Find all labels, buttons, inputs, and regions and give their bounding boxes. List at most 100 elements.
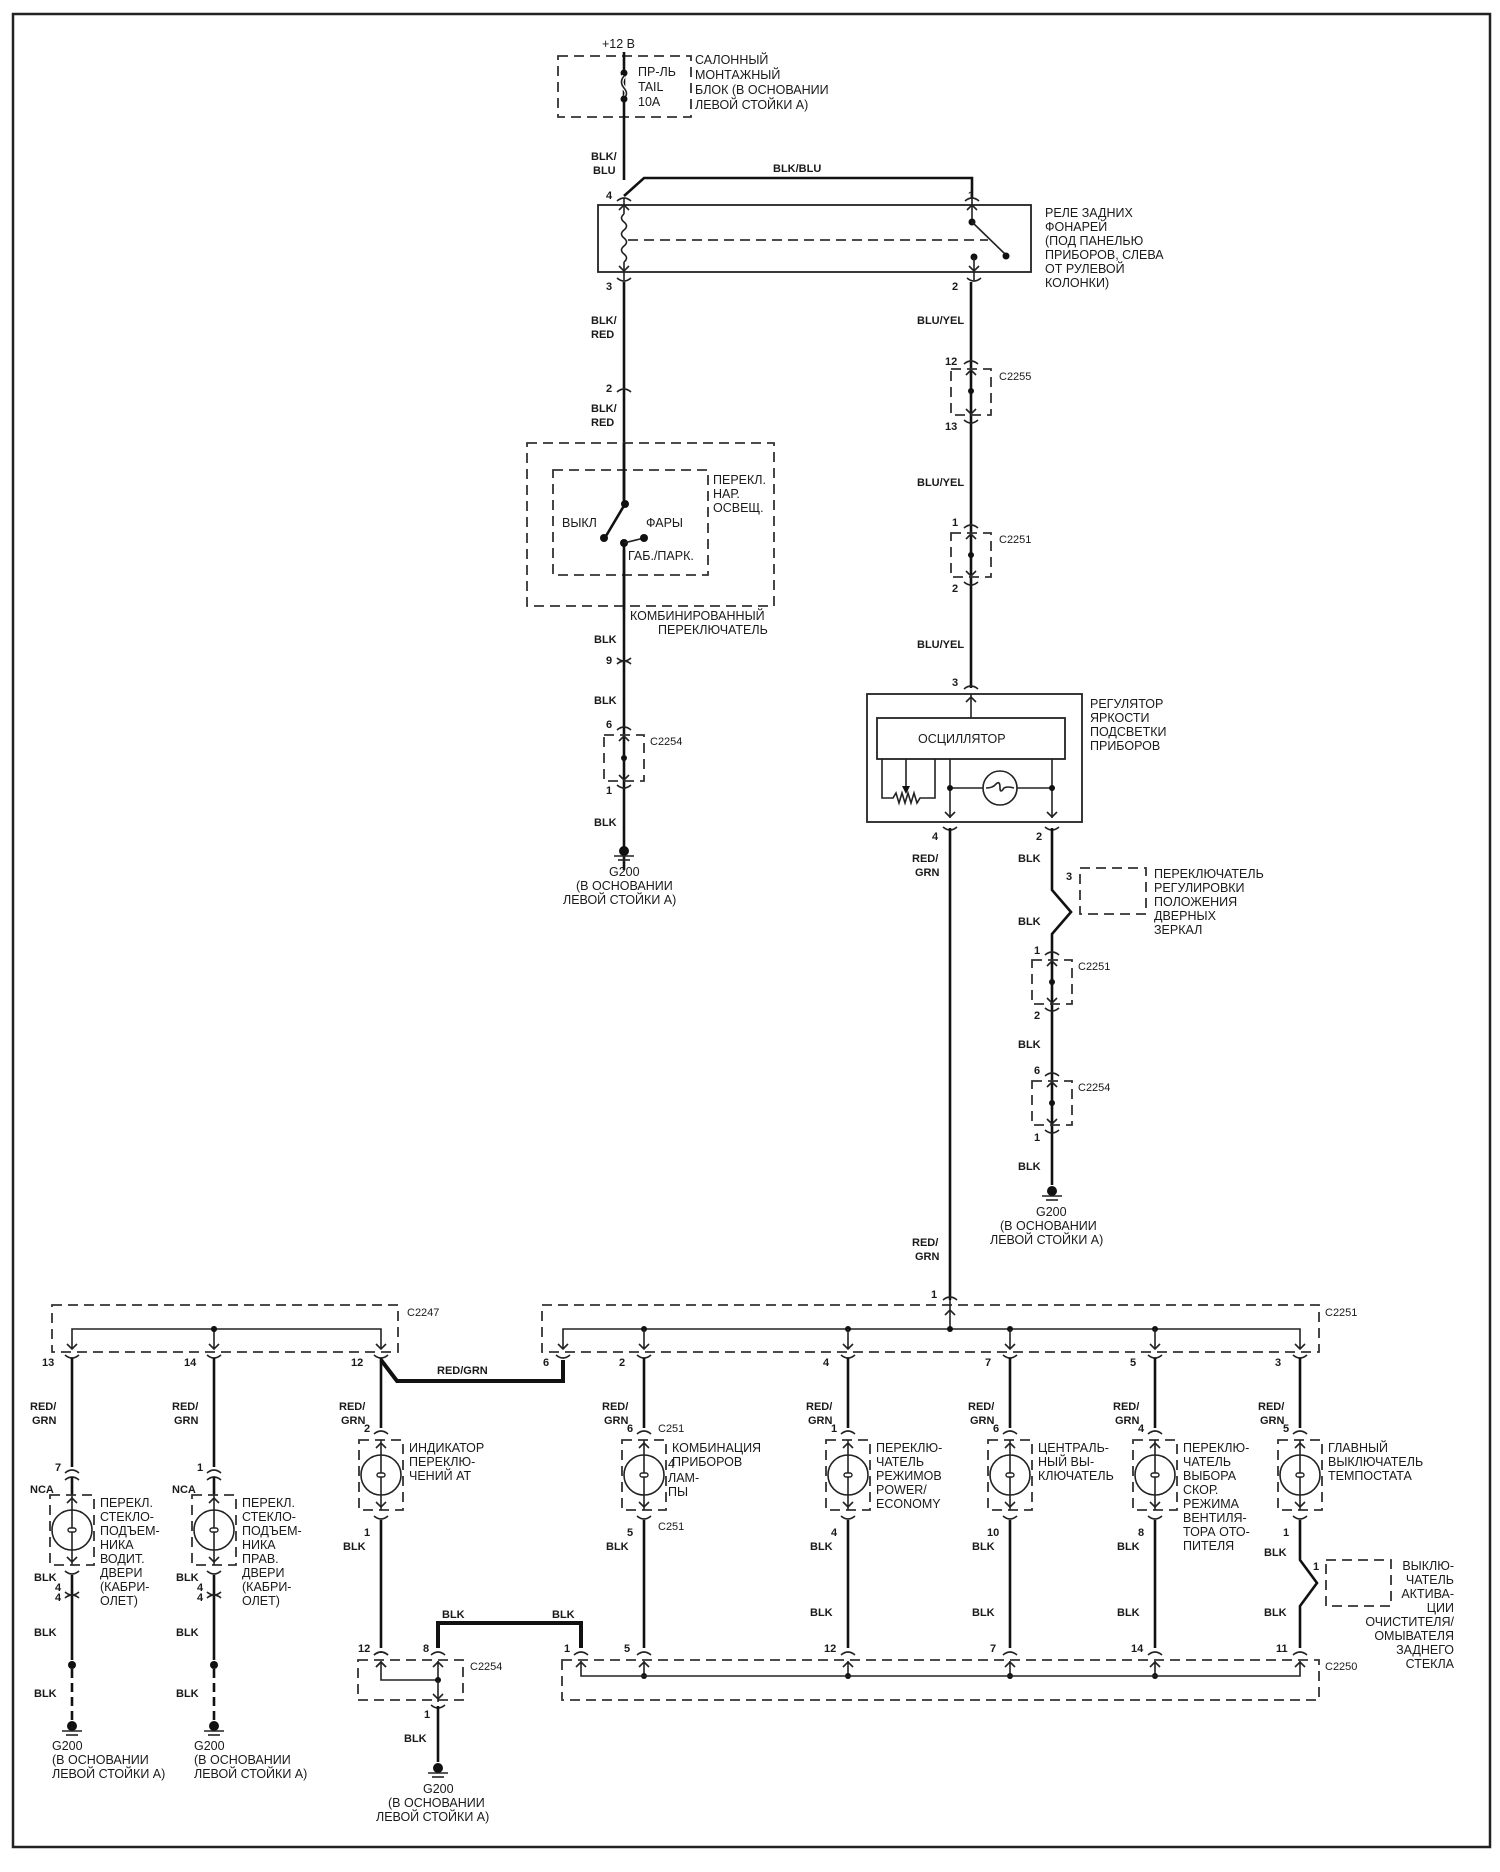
ground-name-1: G200 <box>609 865 640 879</box>
load-desc: ПЕРЕКЛ. <box>242 1496 295 1510</box>
load-desc: ИНДИКАТОР <box>409 1441 484 1455</box>
c251-label-bottom: C251 <box>658 1521 684 1533</box>
wire-label-red: RED/ <box>1258 1401 1284 1413</box>
load-desc: ТОРА ОТО- <box>1183 1525 1250 1539</box>
relay-coil-icon <box>620 213 628 263</box>
c2250-box <box>561 1659 1320 1701</box>
wire-label-blk-red-a: BLK/ <box>591 315 617 327</box>
combo-switch-pin-2: 2 <box>606 383 612 395</box>
mirror-switch-box <box>1079 867 1147 915</box>
wire-label-red-grn-1a: RED/ <box>912 853 938 865</box>
wire-label-grn: GRN <box>604 1415 629 1427</box>
wire-label-blk-4: BLK <box>1018 853 1041 865</box>
c2251-bus-box <box>541 1304 1320 1353</box>
c2251-pin-6: 6 <box>543 1357 549 1369</box>
relay-pin-2: 2 <box>952 281 958 293</box>
wire-label-blk-red-d: RED <box>591 417 614 429</box>
wire-label-nca: NCA <box>30 1484 54 1496</box>
load-desc: ГЛАВНЫЙ <box>1328 1440 1388 1455</box>
wire-label-blk-c2254: BLK <box>404 1733 427 1745</box>
fuse-label-1: TAIL <box>638 80 664 94</box>
load-in-pin: 2 <box>364 1423 370 1435</box>
c2247-label: C2247 <box>407 1307 439 1319</box>
load-mid-pin: 4 <box>55 1592 62 1604</box>
c2254-right-pin-1: 1 <box>1034 1132 1040 1144</box>
load-in-pin: 4 <box>1138 1423 1145 1435</box>
combo-switch-box <box>526 442 775 607</box>
wire-label-red: RED/ <box>806 1401 832 1413</box>
load-desc: ВЫБОРА <box>1183 1469 1237 1483</box>
wire-label-blk: BLK <box>176 1572 199 1584</box>
c2255-label: C2255 <box>999 371 1031 383</box>
ground-name: G200 <box>52 1739 83 1753</box>
ground-name-3: G200 <box>423 1782 454 1796</box>
ground-icon <box>67 1721 77 1731</box>
load-in-pin: 1 <box>831 1423 837 1435</box>
load-thermostat-switch <box>1277 1343 1323 1668</box>
diagram-frame <box>11 12 1492 1849</box>
c2254-bottom-label: C2254 <box>470 1661 502 1673</box>
supply-label: +12 В <box>602 37 635 51</box>
c2254-bottom-pin-12: 12 <box>358 1643 370 1655</box>
dimmer-desc-1: ЯРКОСТИ <box>1090 711 1149 725</box>
wire-label-grn: GRN <box>1115 1415 1140 1427</box>
wire-label-blk-red-b: RED <box>591 329 614 341</box>
c2250-pin: 7 <box>990 1643 996 1655</box>
load-power-economy-switch <box>825 1326 871 1679</box>
bus-pin: 2 <box>619 1357 625 1369</box>
lamp-icon <box>982 770 1018 806</box>
fuse-block-desc-0: САЛОННЫЙ <box>695 52 768 67</box>
load-desc: ТЕМПОСТАТА <box>1328 1469 1413 1483</box>
wire-label-blk-blu-top: BLK/BLU <box>773 163 821 175</box>
load-desc: ПРАВ. <box>242 1552 279 1566</box>
light-switch-arm <box>604 503 627 537</box>
load-desc: НЫЙ ВЫ- <box>1038 1454 1094 1469</box>
wire-label-blk: BLK <box>810 1607 833 1619</box>
wire-label-red: RED/ <box>1113 1401 1139 1413</box>
load-passenger-window-switch <box>191 1326 237 1736</box>
c2254-right-pin-6: 6 <box>1034 1065 1040 1077</box>
dimmer-desc-3: ПРИБОРОВ <box>1090 739 1160 753</box>
wire-label-red: RED/ <box>172 1401 198 1413</box>
relay-desc-1: ФОНАРЕЙ <box>1045 219 1107 234</box>
wire-label-blk: BLK <box>606 1541 629 1553</box>
relay-desc-0: РЕЛЕ ЗАДНИХ <box>1045 206 1133 220</box>
c2250-label: C2250 <box>1325 1661 1357 1673</box>
load-driver-window-switch <box>49 1343 95 1736</box>
c2254-bottom-box <box>357 1659 464 1701</box>
mirror-switch-pin-3: 3 <box>1066 871 1072 883</box>
c2251-bus <box>562 1328 1301 1348</box>
load-desc: НИКА <box>100 1538 134 1552</box>
c2254-bottom-pin-8: 8 <box>423 1643 429 1655</box>
load-desc: ВЫКЛЮЧАТЕЛЬ <box>1328 1455 1423 1469</box>
wire-label-blu-yel-1: BLU/YEL <box>917 315 964 327</box>
load-desc: ПРИБОРОВ <box>672 1455 742 1469</box>
bus-pin: 7 <box>985 1357 991 1369</box>
load-mid-pin: 4 <box>197 1592 204 1604</box>
load-desc: ЦЕНТРАЛЬ- <box>1038 1441 1109 1455</box>
bus-pin: 14 <box>184 1357 197 1369</box>
fuse-terminal-top <box>620 69 628 77</box>
wire-label-blk-5: BLK <box>1018 916 1041 928</box>
c2251-label-upper: C2251 <box>999 534 1031 546</box>
bus-pin: 5 <box>1130 1357 1136 1369</box>
switch-pos-off: ВЫКЛ <box>562 516 597 530</box>
wire-label-blk-1: BLK <box>594 634 617 646</box>
light-switch-desc-1: НАР. <box>713 487 740 501</box>
load-out-pin: 10 <box>987 1527 999 1539</box>
load-desc: ПЕРЕКЛ. <box>100 1496 153 1510</box>
wire-blk-mirror <box>1050 828 1073 1185</box>
load-desc: ДВЕРИ <box>100 1566 142 1580</box>
ground-icon <box>209 1721 219 1731</box>
c2247-bus <box>71 1328 382 1348</box>
load-desc: НИКА <box>242 1538 276 1552</box>
relay-pin-1: 1 <box>968 190 974 202</box>
load-desc: СТЕКЛО- <box>100 1510 154 1524</box>
dimmer-box <box>866 693 1083 823</box>
wire-red-grn-crossover <box>379 1358 565 1383</box>
lamps-label: ЛАМ- <box>668 1471 699 1485</box>
ground-desc-3b: ЛЕВОЙ СТОЙКИ А) <box>376 1809 489 1824</box>
c2247-box <box>51 1304 399 1353</box>
rheostat-icon <box>881 759 936 806</box>
